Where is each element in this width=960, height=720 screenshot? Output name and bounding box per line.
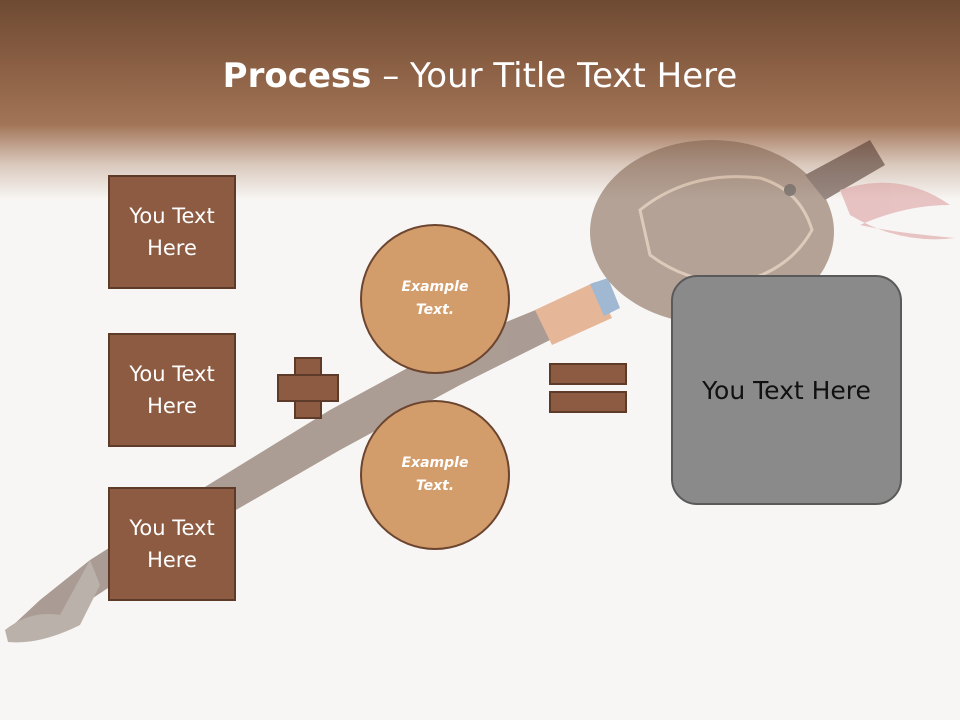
circle-line2: Text.: [415, 478, 455, 494]
circle-label: Example Text.: [402, 452, 469, 498]
text-box-line1: You Text: [129, 516, 215, 540]
plus-center: [296, 376, 320, 400]
text-box-label: You Text Here: [129, 358, 214, 422]
result-box[interactable]: You Text Here: [671, 275, 902, 505]
title-bold: Process: [222, 56, 372, 96]
text-box-label: You Text Here: [129, 200, 214, 264]
equals-bottom-bar: [549, 391, 627, 413]
text-box-1[interactable]: You Text Here: [108, 175, 236, 289]
result-label: You Text Here: [702, 375, 871, 405]
rattle-eye: [784, 184, 796, 196]
circle-line2: Text.: [415, 302, 455, 318]
text-box-line1: You Text: [129, 204, 215, 228]
title-separator: –: [371, 56, 411, 96]
text-box-label: You Text Here: [129, 512, 214, 576]
rattle-top-stick: [805, 140, 885, 200]
text-box-line2: Here: [147, 548, 197, 572]
circle-line1: Example: [401, 279, 469, 295]
rattle-wrap: [535, 282, 612, 345]
text-box-3[interactable]: You Text Here: [108, 487, 236, 601]
example-circle-1[interactable]: Example Text.: [360, 224, 510, 374]
rattle-tassel: [5, 560, 100, 643]
text-box-2[interactable]: You Text Here: [108, 333, 236, 447]
text-box-line1: You Text: [129, 362, 215, 386]
feather-icon: [840, 182, 955, 240]
header-band: [0, 0, 960, 200]
page-title: Process – Your Title Text Here: [0, 54, 960, 98]
circle-label: Example Text.: [402, 276, 469, 322]
circle-line1: Example: [401, 455, 469, 471]
rattle-wrap-blue: [590, 278, 620, 316]
rattle-handle: [10, 285, 612, 640]
text-box-line2: Here: [147, 236, 197, 260]
title-rest: Your Title Text Here: [410, 56, 738, 96]
example-circle-2[interactable]: Example Text.: [360, 400, 510, 550]
text-box-line2: Here: [147, 394, 197, 418]
equals-top-bar: [549, 363, 627, 385]
